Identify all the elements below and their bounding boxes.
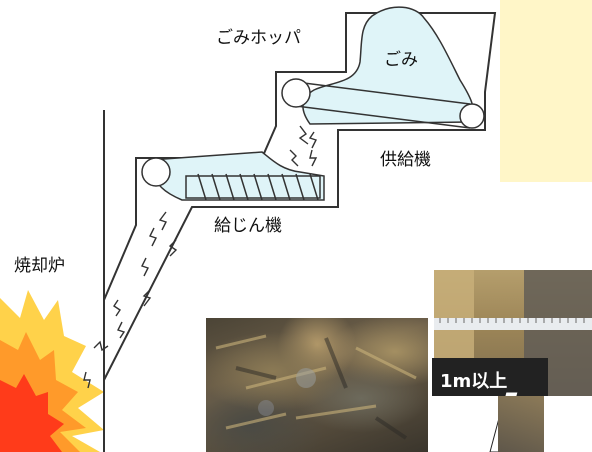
wood-closeup-photo [498, 396, 544, 452]
waste-label: ごみ [384, 50, 418, 70]
length-callout-text: 1m以上 [440, 371, 508, 392]
length-callout: 1m以上 [432, 358, 548, 396]
incinerator-label: 焼却炉 [14, 256, 65, 276]
dust-feeder-label: 給じん機 [214, 216, 282, 236]
hopper-label: ごみホッパ [216, 28, 301, 48]
waste-chunk-icon [83, 125, 318, 389]
feeder-conveyor [281, 78, 485, 129]
waste-photo-texture [215, 334, 417, 440]
waste-pile [302, 6, 474, 125]
feeder-label: 供給機 [380, 150, 431, 170]
dust-feeder-screw [141, 157, 321, 201]
flame-icon [0, 290, 104, 452]
side-panel [500, 0, 592, 182]
waste-photo [206, 318, 428, 452]
